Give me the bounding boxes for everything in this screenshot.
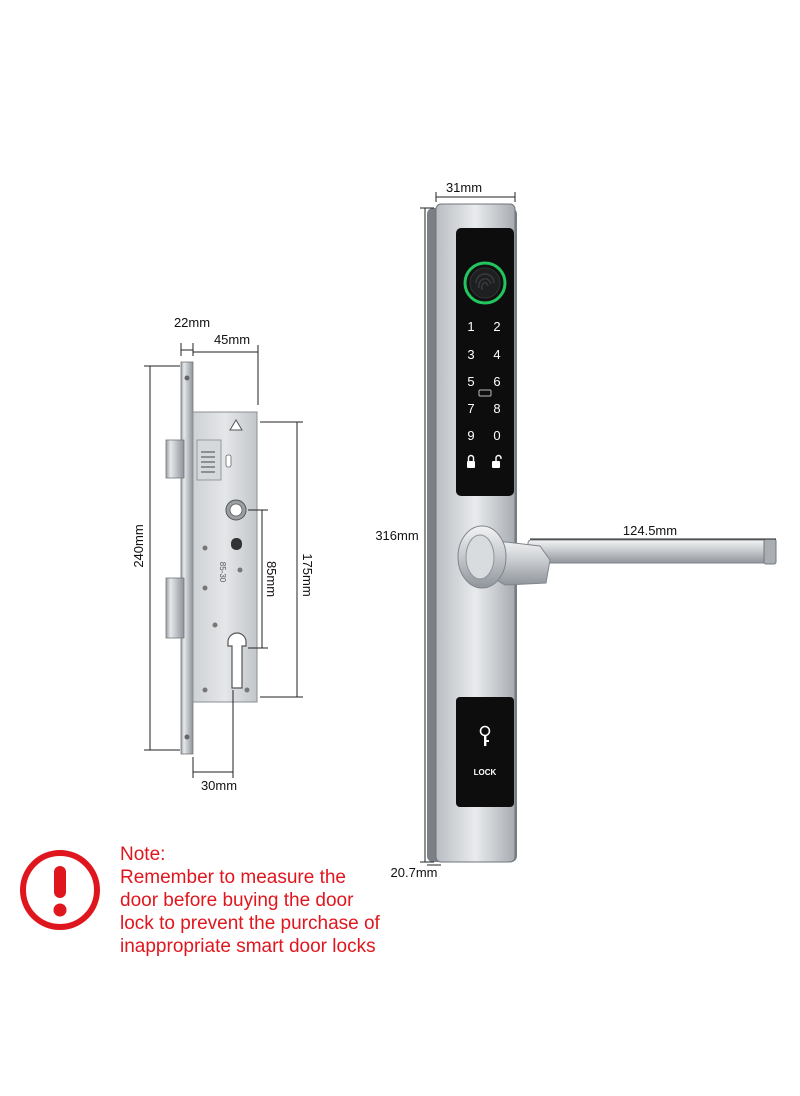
note-line: Remember to measure the (120, 867, 346, 888)
lock-icon (467, 461, 475, 468)
latch-mechanism (196, 439, 222, 481)
dim-mortise-22mm: 22mm (174, 315, 210, 330)
note-line: inappropriate smart door locks (120, 936, 376, 957)
case-rivet (202, 545, 208, 551)
case-rivet (244, 687, 250, 693)
lock-shackle-icon (467, 454, 475, 461)
spindle-hole-inner (229, 503, 243, 517)
card-reader-icon (478, 389, 492, 397)
mortise-stamp: 85-30 (218, 562, 227, 583)
case-slot-middle (231, 538, 242, 550)
key-7[interactable]: 7 (467, 401, 474, 416)
cylinder-panel (456, 697, 514, 807)
faceplate-screw-top (184, 375, 190, 381)
mortise-dimensions: 22mm 45mm 240mm 175mm 85mm 30mm (131, 315, 315, 793)
mortise-lock: 85-30 (165, 361, 258, 755)
dim-handle-31mm: 31mm (446, 180, 482, 195)
key-3[interactable]: 3 (467, 347, 474, 362)
warning-icon (20, 850, 100, 930)
lock-key[interactable] (467, 454, 475, 469)
key-8[interactable]: 8 (493, 401, 500, 416)
case-slot-top (225, 454, 232, 468)
faceplate-screw-bottom (184, 734, 190, 740)
key-1[interactable]: 1 (467, 319, 474, 334)
note-line: door before buying the door (120, 890, 354, 911)
fingerprint-icon (475, 273, 495, 291)
lever-end (763, 538, 777, 565)
unlock-shackle-icon (495, 454, 502, 461)
dim-handle-316mm: 316mm (375, 528, 418, 543)
purchase-note: Note: Remember to measure the door befor… (120, 843, 420, 958)
case-rivet (202, 585, 208, 591)
lever-handle[interactable] (457, 525, 777, 589)
unlock-icon (492, 461, 500, 468)
dim-handle-124-5mm: 124.5mm (623, 523, 677, 538)
case-rivet (237, 567, 243, 573)
key-0[interactable]: 0 (493, 428, 500, 443)
dead-bolt (165, 577, 185, 639)
dim-mortise-85mm: 85mm (264, 561, 279, 597)
key-6[interactable]: 6 (493, 374, 500, 389)
note-line: lock to prevent the purchase of (120, 913, 380, 934)
dim-mortise-30mm: 30mm (201, 778, 237, 793)
dim-mortise-45mm: 45mm (214, 332, 250, 347)
handle-dimensions: 31mm 316mm 124.5mm 20.7mm (375, 180, 776, 880)
key-9[interactable]: 9 (467, 428, 474, 443)
dim-mortise-175mm: 175mm (300, 553, 315, 596)
cylinder-cutout (227, 632, 247, 689)
key-icon (479, 725, 491, 746)
lever-bar (527, 539, 777, 564)
key-5[interactable]: 5 (467, 374, 474, 389)
note-title: Note: (120, 844, 166, 865)
key-2[interactable]: 2 (493, 319, 500, 334)
latch-spring (201, 451, 215, 473)
latch-bolt (165, 439, 185, 479)
key-4[interactable]: 4 (493, 347, 500, 362)
lever-rosette-inner (465, 534, 495, 580)
dim-handle-20-7mm: 20.7mm (391, 865, 438, 880)
dim-mortise-240mm: 240mm (131, 524, 146, 567)
smart-handle: 1 2 3 4 5 6 7 8 9 0 (427, 203, 777, 863)
latch-triangle (229, 419, 243, 431)
unlock-key[interactable] (492, 454, 502, 469)
mortise-faceplate (180, 361, 194, 755)
lock-label: LOCK (474, 768, 497, 777)
case-rivet (212, 622, 218, 628)
case-rivet (202, 687, 208, 693)
